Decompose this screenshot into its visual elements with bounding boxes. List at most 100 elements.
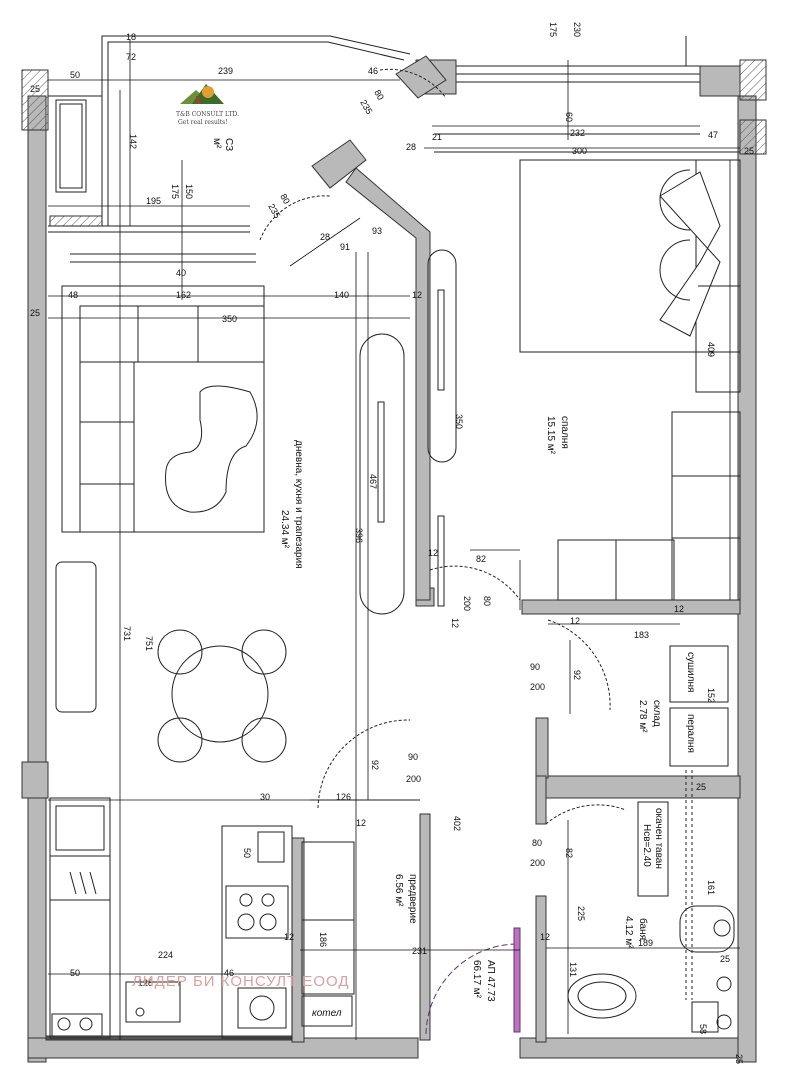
- partition-curves: [359, 249, 457, 615]
- bed: [519, 159, 741, 393]
- coffee-table: [165, 385, 258, 513]
- dim: 25: [30, 308, 40, 318]
- dimension-lines: [48, 40, 740, 1040]
- dim: 200: [462, 596, 472, 611]
- dim: 82: [564, 848, 574, 858]
- dim: 47: [708, 130, 718, 140]
- storage-units: [669, 645, 729, 767]
- ceiling-note-2: Нсв=2.40: [641, 824, 652, 867]
- dim: 48: [68, 290, 78, 300]
- apartment-name: АП 47.73: [485, 960, 496, 1002]
- dim: 12: [284, 932, 294, 942]
- dim: 235: [266, 202, 282, 220]
- logo-company: T&B CONSULT LTD.: [176, 111, 239, 118]
- dim: 80: [372, 88, 386, 102]
- dim: 28: [320, 232, 330, 242]
- dim: 350: [222, 314, 237, 324]
- dim: 12: [674, 604, 684, 614]
- ceiling-note-1: окачен таван: [653, 808, 664, 869]
- dim: 50: [242, 848, 252, 858]
- dim: 12: [450, 618, 460, 628]
- dim: 46: [224, 968, 234, 978]
- dim: 224: [158, 950, 173, 960]
- dim: 235: [358, 98, 374, 116]
- dim: 12: [570, 616, 580, 626]
- dim: 150: [184, 184, 194, 199]
- pipes: [685, 770, 693, 1000]
- dim: 12: [428, 548, 438, 558]
- terrace-bench: [55, 99, 87, 193]
- dimension-numbers: 18 72 175 230 50 239 46 25 142 80 235 60…: [30, 22, 754, 1064]
- bedroom-name: спалня: [559, 416, 570, 449]
- living-name: дневна, кухня и трапезария: [293, 440, 304, 569]
- dim: 25: [30, 84, 40, 94]
- boiler: [301, 995, 353, 1027]
- terrace-outline: [48, 35, 740, 263]
- dim: 300: [572, 146, 587, 156]
- dining-table: [157, 629, 287, 763]
- dim: 25: [744, 146, 754, 156]
- dim: 183: [634, 630, 649, 640]
- dim: 162: [176, 290, 191, 300]
- storage-name: склад: [651, 700, 662, 727]
- dim: 232: [570, 128, 585, 138]
- dim: 350: [454, 414, 464, 429]
- dim: 225: [576, 906, 586, 921]
- dim: 142: [128, 134, 138, 149]
- bedroom-area: 15.15 м²: [545, 416, 556, 455]
- dim: 60: [564, 112, 574, 122]
- dim: 152: [706, 688, 716, 703]
- dim: 40: [176, 268, 186, 278]
- dim: 80: [532, 838, 542, 848]
- bathroom-fixtures: [567, 801, 735, 1033]
- dryer-label: сушилня: [685, 652, 696, 692]
- terrace-area: м²: [211, 138, 222, 149]
- dim: 200: [530, 682, 545, 692]
- dim: 58: [698, 1024, 708, 1034]
- dim: 80: [278, 192, 292, 206]
- door-swings: [259, 68, 627, 825]
- dim: 131: [568, 962, 578, 977]
- logo-slogan: Get real results!: [178, 119, 228, 126]
- dim: 46: [368, 66, 378, 76]
- dim: 25: [696, 782, 706, 792]
- walls: [21, 55, 767, 1063]
- dim: 82: [476, 554, 486, 564]
- dim: 25: [720, 954, 730, 964]
- dim: 90: [408, 752, 418, 762]
- dim: 161: [706, 880, 716, 895]
- dim: 72: [126, 52, 136, 62]
- kitchen: [49, 797, 293, 1039]
- dim: 200: [530, 858, 545, 868]
- dim: 12: [356, 818, 366, 828]
- dim: 189: [638, 938, 653, 948]
- washer-label: пералня: [685, 714, 696, 753]
- dim: 30: [260, 792, 270, 802]
- dim: 91: [340, 242, 350, 252]
- dim: 751: [144, 636, 154, 651]
- boiler-label: котел: [312, 1008, 342, 1019]
- hall-wardrobe: [301, 841, 355, 995]
- dim: 186: [318, 932, 328, 947]
- storage-area: 2.78 м²: [637, 700, 648, 733]
- bath-name: баня: [637, 918, 649, 940]
- dim: 200: [406, 774, 421, 784]
- dim: 90: [530, 662, 540, 672]
- dim: 80: [482, 596, 492, 606]
- dim: 175: [170, 184, 180, 199]
- dim: 409: [706, 342, 716, 357]
- living-area: 24.34 м²: [279, 510, 290, 549]
- watermark: ЛИДЕР БИ КОНСУЛТ ЕООД: [132, 973, 350, 990]
- dim: 92: [370, 760, 380, 770]
- wardrobe: [557, 411, 741, 601]
- dim: 467: [368, 474, 378, 489]
- dim: 93: [372, 226, 382, 236]
- dim: 12: [540, 932, 550, 942]
- dim: 126: [336, 792, 351, 802]
- dim: 175: [548, 22, 558, 37]
- dim: 25: [734, 1054, 744, 1064]
- dim: 21: [432, 132, 442, 142]
- dim: 92: [572, 670, 582, 680]
- apartment-area: 66.17 м²: [471, 960, 482, 999]
